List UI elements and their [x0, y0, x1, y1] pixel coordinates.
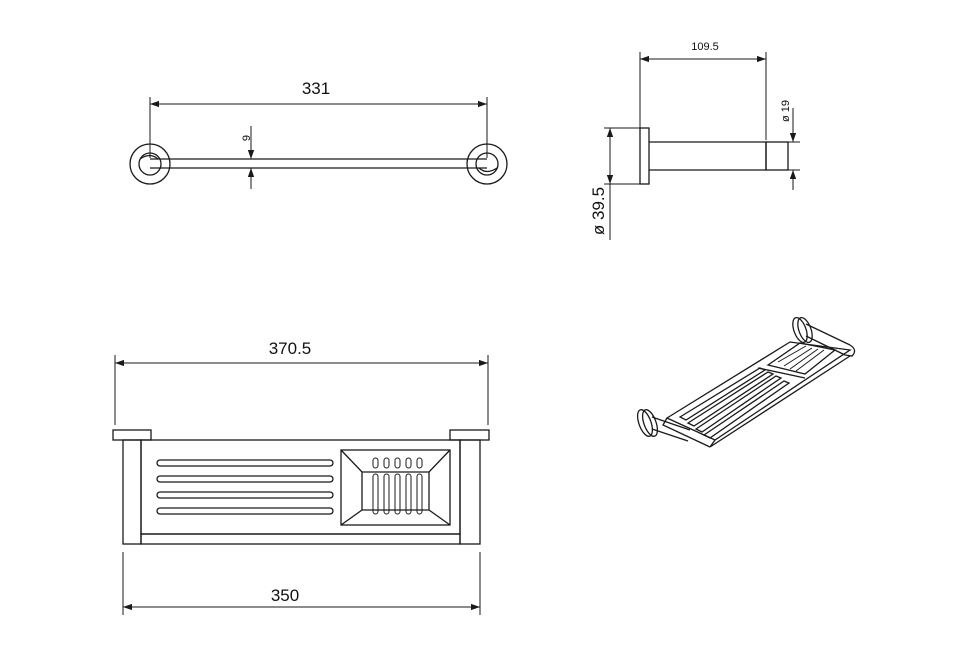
- dimension-label-diameter-39-5: ø 39.5: [589, 187, 608, 235]
- tray-slots: [156, 459, 334, 515]
- right-rose: [466, 143, 508, 185]
- support-arm: [649, 141, 767, 171]
- soap-dish: [340, 449, 451, 526]
- rail-bar: [150, 158, 487, 169]
- left-rose: [129, 143, 171, 185]
- top-view: 331 9: [129, 79, 508, 189]
- right-cap: [449, 429, 490, 441]
- dimension-label-9: 9: [241, 135, 253, 141]
- dimension-label-370-5: 370.5: [269, 339, 312, 358]
- left-cap: [112, 429, 152, 441]
- dimension-label-350: 350: [271, 586, 299, 605]
- right-post: [459, 439, 481, 545]
- front-view: 370.5: [112, 339, 490, 615]
- side-view: 109.5 ø 19 ø 39.5: [589, 41, 800, 240]
- tube-end: [765, 141, 789, 171]
- dimension-label-109-5: 109.5: [691, 41, 719, 53]
- wall-plate: [639, 127, 650, 185]
- dimension-label-diameter-19: ø 19: [780, 100, 792, 122]
- isometric-view: [636, 316, 856, 448]
- tray-front: [140, 439, 461, 535]
- dimension-label-331: 331: [302, 79, 330, 98]
- left-post: [122, 439, 142, 545]
